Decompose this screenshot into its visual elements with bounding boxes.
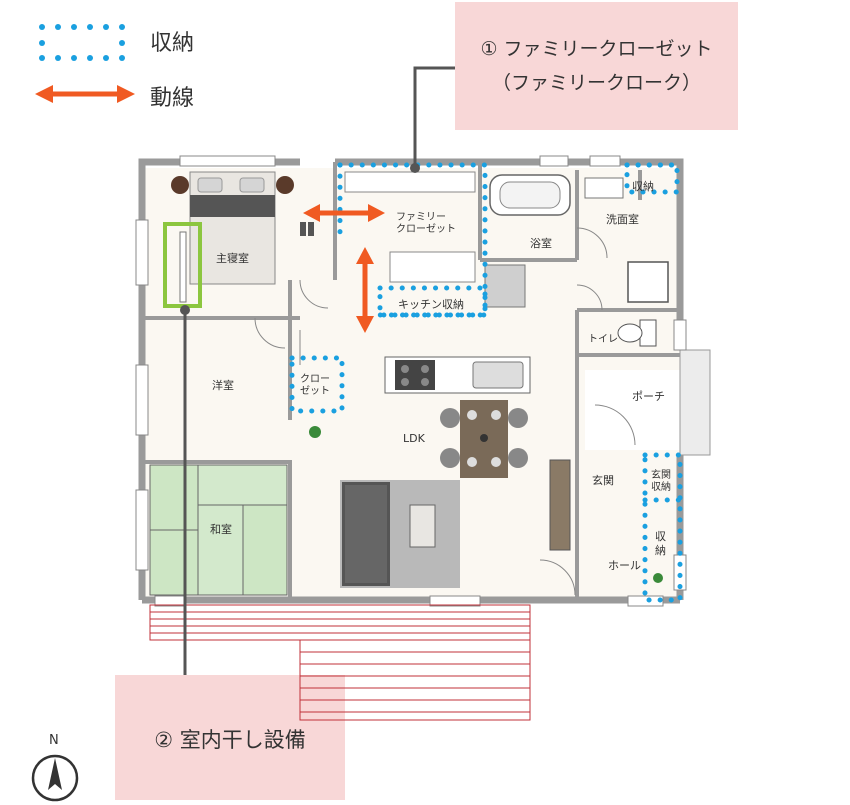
- family-closet-label-line1: ファミリー: [396, 212, 446, 223]
- storage-legend-label: 収納: [150, 31, 195, 56]
- legend: 収納 動線: [30, 15, 230, 115]
- room-label-bath: 浴室: [530, 237, 552, 250]
- room-label-closet: クロー ゼット: [300, 374, 330, 398]
- room-label-toilet: トイレ: [588, 334, 618, 345]
- room-label-master-bedroom: 主寝室: [216, 252, 249, 265]
- bathtub: [489, 174, 571, 216]
- circulation-legend-label: 動線: [150, 86, 195, 111]
- compass-icon: [31, 754, 79, 802]
- family-closet-shelf: [344, 171, 476, 193]
- storage-legend-swatch: [39, 24, 125, 61]
- room-label-hall-storage: 収 納: [655, 530, 666, 558]
- circulation-legend-arrow: [35, 85, 135, 103]
- closet-label-line1: クロー: [300, 374, 330, 385]
- family-closet-callout: ① ファミリークローゼット （ファミリークローク）: [455, 2, 738, 130]
- tatami: [149, 464, 288, 596]
- room-label-japanese-room: 和室: [210, 523, 232, 536]
- family-closet-callout-line2: （ファミリークローク）: [491, 72, 701, 94]
- interior-walls: [142, 162, 680, 600]
- room-label-shoe-storage: 玄関 収納: [651, 470, 671, 494]
- compass-north-label: N: [49, 733, 59, 748]
- room-label-kitchen-storage: キッチン収納: [398, 298, 464, 311]
- shoe-storage-label-line2: 収納: [651, 482, 671, 493]
- storage-outlines: [289, 162, 683, 603]
- kitchen-counter: [384, 356, 531, 394]
- hall-storage-label-line1: 収: [655, 530, 666, 543]
- porch-step: [679, 349, 711, 456]
- room-label-ldk: LDK: [403, 432, 425, 445]
- doors: [254, 227, 636, 596]
- drying-callout-line: ② 室内干し設備: [115, 723, 345, 757]
- living-set: [340, 480, 460, 588]
- room-label-washroom: 洗面室: [606, 213, 639, 226]
- room-label-hall: ホール: [608, 559, 641, 572]
- room-label-storage-top: 収納: [632, 180, 654, 193]
- family-closet-label-line2: クローゼット: [396, 224, 456, 235]
- callout-number-2: ②: [154, 728, 174, 752]
- callout-1-leader: [413, 66, 455, 168]
- drying-callout: ② 室内干し設備: [115, 675, 345, 800]
- closet-label-line2: ゼット: [300, 386, 330, 397]
- dining-set: [440, 400, 528, 478]
- circulation-arrows: [303, 204, 385, 333]
- deck: [149, 604, 531, 721]
- room-label-family-closet: ファミリー クローゼット: [396, 212, 456, 236]
- shoe-storage-label-line1: 玄関: [651, 470, 671, 481]
- drying-callout-title: 室内干し設備: [179, 728, 306, 752]
- room-label-entrance: 玄関: [592, 474, 614, 487]
- callout-number-1: ①: [480, 38, 498, 60]
- porch-area: [585, 370, 680, 450]
- room-label-porch: ポーチ: [632, 390, 665, 403]
- toilet-fixture: [617, 319, 657, 347]
- windows: [135, 155, 687, 607]
- room-label-western-room: 洋室: [212, 379, 234, 392]
- master-bed: [171, 171, 314, 285]
- hall-storage-label-line2: 納: [655, 544, 666, 557]
- family-closet-callout-line1: ① ファミリークローゼット: [455, 32, 738, 66]
- family-closet-callout-title: ファミリークローゼット: [503, 38, 713, 60]
